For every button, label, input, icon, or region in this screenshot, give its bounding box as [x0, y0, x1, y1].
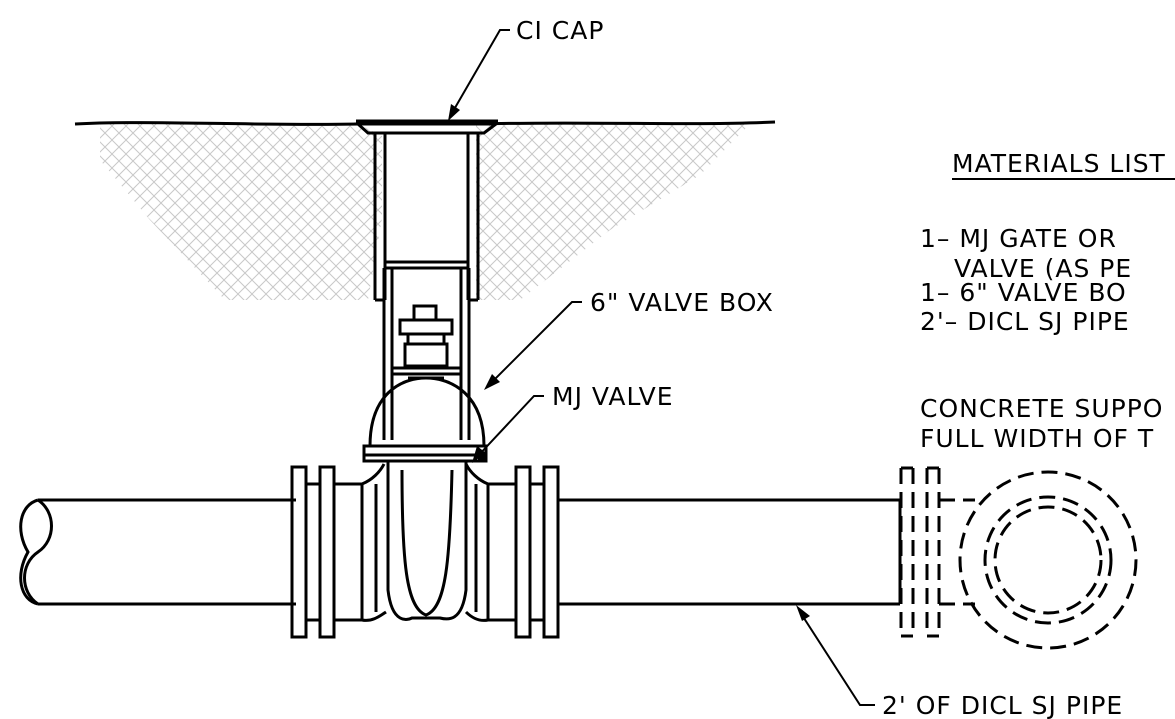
materials-item-3: 1– 6" VALVE BO: [920, 278, 1127, 307]
leader-valve-box: [484, 301, 582, 390]
materials-list: MATERIALS LIST 1– MJ GATE OR VALVE (AS P…: [920, 149, 1175, 336]
bonnet-flange: [362, 444, 488, 463]
pipe-right: [558, 498, 902, 606]
operating-nut: [392, 304, 461, 376]
support-note-line2: FULL WIDTH OF T: [920, 424, 1154, 453]
materials-heading: MATERIALS LIST: [952, 149, 1166, 178]
leader-ci-cap: [448, 29, 510, 121]
materials-item-4: 2'– DICL SJ PIPE: [920, 307, 1130, 336]
leader-pipe: [796, 605, 875, 706]
materials-item-2: VALVE (AS PE: [954, 254, 1132, 283]
valve-bonnet: [368, 376, 486, 447]
valve-body: [386, 461, 468, 621]
ground-line: [74, 120, 776, 126]
left-flanges: [290, 463, 387, 639]
label-ci-cap: CI CAP: [516, 16, 604, 45]
label-mj-valve: MJ VALVE: [552, 382, 674, 411]
soil-hatch: [100, 124, 750, 300]
leader-mj-valve: [472, 395, 544, 463]
support-note: CONCRETE SUPPO FULL WIDTH OF T: [920, 394, 1163, 453]
ci-cap: [354, 119, 501, 135]
pipe-section-circles: [958, 470, 1138, 650]
valve-box: [373, 133, 480, 440]
label-pipe: 2' OF DICL SJ PIPE: [882, 691, 1123, 719]
pipe-left: [19, 498, 296, 606]
dashed-flanges: [899, 466, 975, 638]
label-valve-box: 6" VALVE BOX: [590, 288, 774, 317]
materials-item-1: 1– MJ GATE OR: [920, 224, 1117, 253]
right-flanges: [464, 463, 560, 639]
support-note-line1: CONCRETE SUPPO: [920, 394, 1163, 423]
